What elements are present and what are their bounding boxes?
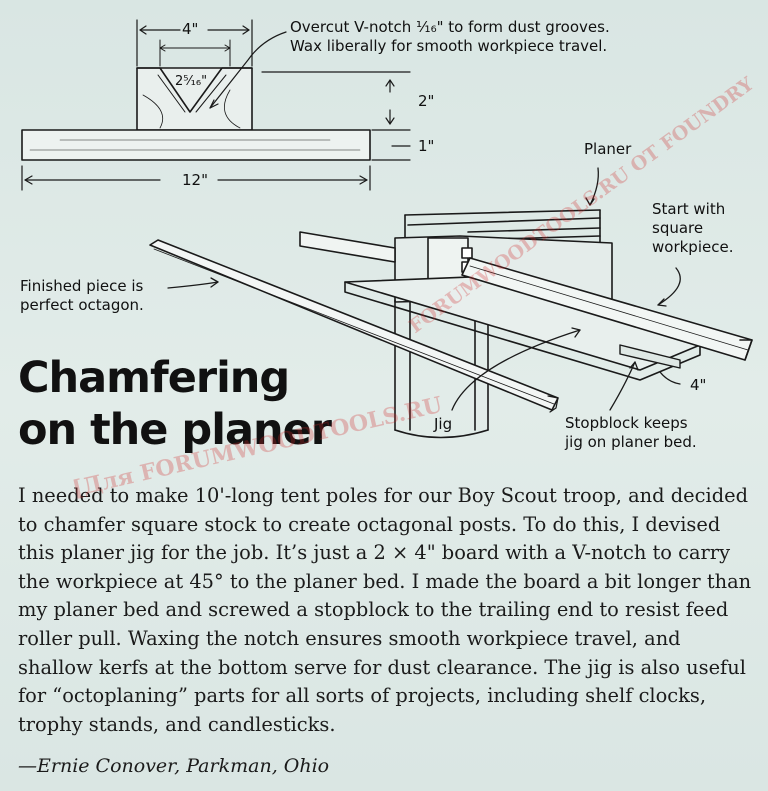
- dim-height-label: 2": [418, 92, 435, 110]
- dim-thickness-label: 1": [418, 137, 435, 155]
- planer-jig-illustration: [21, 19, 753, 439]
- planer-label: Planer: [584, 140, 632, 158]
- octagon-pole: [149, 239, 559, 413]
- finished-octagon-label: Finished piece is perfect octagon.: [20, 277, 144, 314]
- article-byline: —Ernie Conover, Parkman, Ohio: [18, 755, 330, 777]
- jig-label: Jig: [434, 415, 453, 433]
- article-body: I needed to make 10'-long tent poles for…: [18, 484, 752, 736]
- dim-length-label: 12": [182, 171, 208, 189]
- dim-stopblock-label: 4": [690, 376, 707, 394]
- dim-notch-line: [159, 39, 231, 67]
- overcut-leader: [209, 31, 287, 109]
- overcut-note: Overcut V-notch ¹⁄₁₆" to form dust groov…: [290, 18, 610, 55]
- planer-machine: [299, 209, 701, 439]
- dim-length-line: [21, 165, 371, 191]
- dim-height-line: [261, 71, 411, 161]
- dim-width-label: 4": [182, 20, 199, 38]
- callout-leaders: [167, 167, 681, 411]
- stopblock-label: Stopblock keeps jig on planer bed.: [565, 414, 697, 451]
- square-workpiece: [461, 257, 753, 361]
- dim-notch-label: 2⁵⁄₁₆": [175, 74, 208, 89]
- article-title: Chamfering on the planer: [18, 353, 332, 455]
- start-square-label: Start with square workpiece.: [652, 200, 734, 256]
- dim-width-line: [136, 19, 253, 67]
